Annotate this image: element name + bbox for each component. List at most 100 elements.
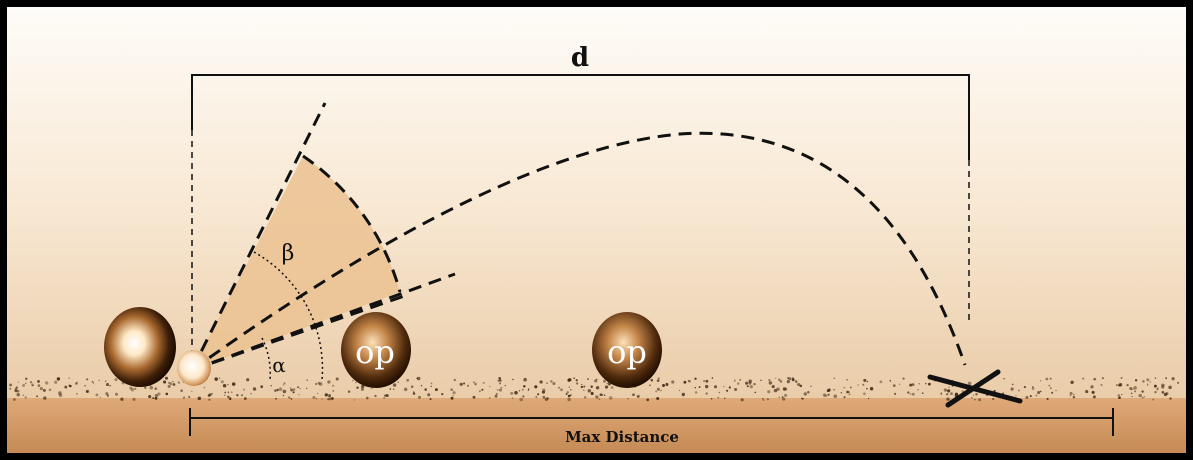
grass-speck <box>327 394 332 398</box>
grass-speck <box>45 381 49 385</box>
grass-speck <box>452 391 456 395</box>
grass-speck <box>106 394 109 397</box>
grass-speck <box>463 382 466 385</box>
grass-speck <box>504 384 507 387</box>
grass-speck <box>541 390 546 394</box>
grass-speck <box>740 398 744 402</box>
grass-speck <box>781 396 784 398</box>
grass-speck <box>183 397 185 399</box>
grass-speck <box>197 396 202 401</box>
grass-speck <box>1142 380 1145 383</box>
grass-speck <box>784 393 788 397</box>
grass-speck <box>734 387 738 392</box>
grass-speck <box>823 393 827 397</box>
grass-speck <box>1115 384 1118 387</box>
grass-speck <box>188 395 191 399</box>
grass-speck <box>892 384 896 387</box>
grass-speck <box>318 382 323 386</box>
grass-speck <box>566 391 569 394</box>
grass-speck <box>76 393 78 395</box>
grass-speck <box>601 393 604 396</box>
grass-speck <box>762 397 764 400</box>
grass-speck <box>180 389 183 393</box>
grass-speck <box>482 381 485 384</box>
grass-speck <box>975 393 978 396</box>
grass-speck <box>1049 387 1052 390</box>
grass-speck <box>537 393 540 396</box>
grass-speck <box>496 389 499 391</box>
landing-cross-icon <box>927 369 1023 408</box>
grass-speck <box>1091 390 1095 394</box>
grass-speck <box>86 390 88 393</box>
grass-speck <box>1029 395 1032 398</box>
grass-speck <box>723 385 725 388</box>
grass-speck <box>403 387 408 392</box>
grass-speck <box>260 385 264 389</box>
grass-speck <box>710 397 713 400</box>
grass-speck <box>833 394 838 398</box>
grass-speck <box>418 395 421 399</box>
grass-speck <box>16 389 20 393</box>
grass-speck <box>278 387 283 391</box>
grass-speck <box>940 393 942 395</box>
grass-speck <box>132 397 136 401</box>
grass-speck <box>24 396 27 399</box>
grass-speck <box>392 388 395 390</box>
grass-speck <box>494 394 498 398</box>
grass-speck <box>754 391 757 394</box>
grass-speck <box>105 392 109 396</box>
grass-speck <box>678 389 681 392</box>
grass-speck <box>298 393 300 396</box>
grass-speck <box>595 395 599 399</box>
grass-speck <box>227 391 230 394</box>
grass-speck <box>86 378 89 381</box>
grass-speck <box>909 383 913 387</box>
grass-speck <box>534 385 538 389</box>
grass-speck <box>889 379 892 382</box>
grass-speck <box>227 395 230 399</box>
grass-speck <box>867 397 870 400</box>
grass-speck <box>498 377 502 380</box>
grass-speck <box>552 381 556 386</box>
grass-speck <box>75 382 78 385</box>
grass-speck <box>788 377 792 381</box>
grass-speck <box>778 378 781 381</box>
grass-speck <box>711 377 714 379</box>
grass-speck <box>848 393 851 396</box>
grass-speck <box>56 377 61 381</box>
grass-speck <box>467 384 469 387</box>
grass-speck <box>1165 392 1169 396</box>
grass-speck <box>1092 395 1096 399</box>
grass-speck <box>568 386 570 388</box>
grass-speck <box>203 386 206 389</box>
grass-speck <box>514 391 518 395</box>
grass-speck <box>453 378 457 382</box>
grass-speck <box>105 382 110 387</box>
grass-speck <box>299 387 301 390</box>
grass-speck <box>1090 385 1094 389</box>
grass-speck <box>1055 389 1057 392</box>
grass-speck <box>1134 390 1137 393</box>
grass-speck <box>705 379 709 383</box>
grass-speck <box>662 384 665 387</box>
grass-speck <box>917 388 919 391</box>
grass-speck <box>866 380 869 383</box>
grass-speck <box>728 386 731 389</box>
grass-speck <box>420 385 423 387</box>
grass-speck <box>576 382 579 385</box>
grass-speck <box>1039 390 1042 393</box>
grass-speck <box>172 380 174 383</box>
grass-speck <box>1010 387 1014 391</box>
grass-speck <box>347 390 351 393</box>
grass-speck <box>522 395 525 398</box>
opponent-label: op <box>355 333 395 371</box>
grass-speck <box>130 387 135 392</box>
grass-speck <box>95 393 99 397</box>
grass-speck <box>36 395 39 398</box>
grass-speck <box>760 379 762 382</box>
grass-speck <box>39 387 43 391</box>
grass-speck <box>191 390 193 392</box>
opponent-2: op <box>592 312 662 388</box>
grass-speck <box>857 384 859 386</box>
grass-speck <box>365 396 369 400</box>
